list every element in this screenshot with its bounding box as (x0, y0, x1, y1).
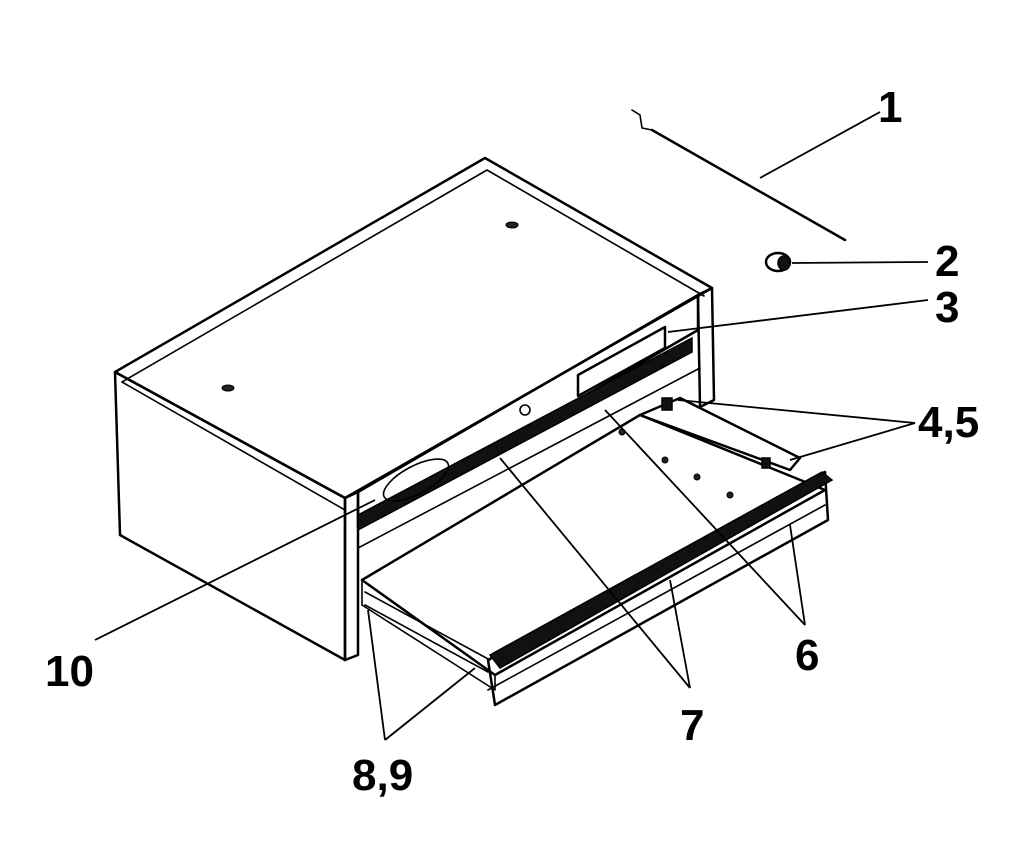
part-knob (764, 251, 792, 273)
callout-label-10: 10 (45, 647, 94, 696)
cabinet-front-post-left (343, 490, 360, 662)
drawer-hole (693, 473, 701, 481)
leader-8-9b (384, 667, 476, 741)
leader-3 (667, 299, 929, 333)
cabinet-left-side (113, 370, 347, 662)
knob-face (777, 255, 791, 271)
part-rod (631, 109, 847, 242)
callout-label-3: 3 (935, 283, 959, 332)
cabinet-oval-badge (382, 458, 450, 502)
drawer (360, 396, 834, 707)
leader-2 (791, 261, 929, 264)
top-mount-hole-right (505, 221, 519, 229)
cabinet-top-panel (113, 156, 714, 500)
leader-6b (789, 524, 806, 626)
cabinet-front-post-right (696, 286, 716, 409)
top-mount-hole-left (221, 384, 235, 392)
label-plate (576, 325, 667, 398)
lock-hole (519, 404, 531, 416)
cabinet-trim-strip (357, 336, 693, 532)
drawer-left-wall (361, 579, 496, 691)
drawer-handle (488, 471, 834, 669)
rod-hook (631, 109, 653, 131)
leader-7b (669, 579, 691, 689)
leader-1 (759, 111, 881, 179)
drawer-slide-left (364, 591, 491, 661)
callout-label-1: 1 (878, 83, 902, 132)
callout-label-4-5: 4,5 (918, 398, 979, 447)
drawer-hole (661, 456, 669, 464)
callout-labels: 1 2 3 4,5 6 7 8,9 10 (45, 83, 979, 800)
slide-stop-rear (661, 397, 673, 411)
cabinet-top-lip (121, 169, 705, 383)
leader-10 (94, 499, 376, 641)
leader-4-5b (789, 422, 916, 461)
callout-label-8-9: 8,9 (352, 751, 413, 800)
leader-7a (499, 457, 691, 689)
callout-label-6: 6 (795, 631, 819, 680)
leader-4-5a (677, 399, 916, 424)
rod-shaft (650, 128, 847, 242)
cabinet-top-lip-front (121, 381, 346, 511)
cabinet-body (113, 156, 716, 662)
drawer-front-lip (487, 504, 826, 691)
leader-6a (604, 409, 806, 626)
callout-label-2: 2 (935, 237, 959, 286)
cabinet-opening-edge (357, 367, 701, 549)
leader-8-9a (367, 609, 386, 741)
callout-label-7: 7 (680, 701, 704, 750)
drawer-hole (726, 491, 734, 499)
drawer-slide-left-lower (364, 604, 489, 673)
leader-lines (94, 111, 929, 741)
slide-stop-front (761, 457, 771, 469)
drawer-bottom (360, 413, 827, 677)
